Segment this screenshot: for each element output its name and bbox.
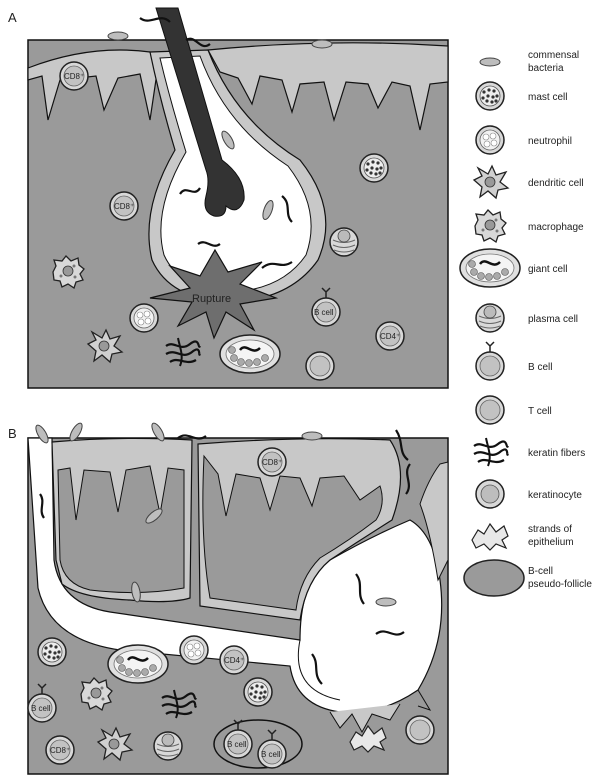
legend-neutrophil-icon bbox=[476, 126, 504, 154]
legend-t-cell-icon bbox=[476, 396, 504, 424]
bacterium bbox=[108, 32, 128, 40]
panel-b: CD8⁺ CD4⁺ B cell CD8⁺ B cell B cell bbox=[28, 421, 448, 774]
b-cell-label: B cell bbox=[31, 704, 51, 713]
legend-label: mast cell bbox=[528, 92, 567, 103]
b-cell-label: B cell bbox=[261, 750, 281, 759]
cd4-label: CD4⁺ bbox=[224, 656, 244, 665]
legend-label: B cell bbox=[528, 362, 552, 373]
legend-label-line1: B-cell bbox=[528, 566, 553, 577]
cd8-label: CD8⁺ bbox=[262, 458, 282, 467]
cd8-label: CD8⁺ bbox=[64, 72, 84, 81]
bacterium bbox=[376, 598, 396, 606]
legend-epithelium-strand-icon bbox=[472, 524, 508, 550]
cd8-label: CD8⁺ bbox=[114, 202, 134, 211]
rupture-label: Rupture bbox=[192, 293, 231, 305]
legend-label: dendritic cell bbox=[528, 178, 584, 189]
legend-bacteria-icon bbox=[480, 58, 500, 66]
plasma-cell bbox=[154, 732, 182, 760]
legend-keratinocyte-icon bbox=[476, 480, 504, 508]
panel-b-label: B bbox=[8, 426, 17, 441]
legend-label: keratin fibers bbox=[528, 448, 585, 459]
legend-macrophage-icon bbox=[475, 210, 506, 242]
legend-label: neutrophil bbox=[528, 136, 572, 147]
legend-label-line2: pseudo-follicle bbox=[528, 579, 592, 590]
mast-cell bbox=[38, 638, 66, 666]
giant-cell bbox=[108, 645, 168, 683]
cd8-label: CD8⁺ bbox=[50, 746, 70, 755]
legend-label-line1: commensal bbox=[528, 50, 579, 61]
legend-mast-cell-icon bbox=[476, 82, 504, 110]
panel-a: Rupture CD8⁺ CD8⁺ B cell CD4⁺ bbox=[28, 8, 448, 388]
legend-plasma-cell-icon bbox=[476, 304, 504, 332]
neutrophil bbox=[180, 636, 208, 664]
legend-label-line2: epithelium bbox=[528, 537, 574, 548]
mast-cell bbox=[244, 678, 272, 706]
neutrophil bbox=[130, 304, 158, 332]
t-cell bbox=[306, 352, 334, 380]
legend-keratin-fibers-icon bbox=[474, 438, 508, 466]
legend: commensal bacteria mast cell neutrophil … bbox=[460, 50, 592, 596]
legend-pseudo-follicle-icon bbox=[464, 560, 524, 596]
legend-giant-cell-icon bbox=[460, 249, 520, 287]
bacterium bbox=[312, 40, 332, 48]
legend-label: giant cell bbox=[528, 264, 567, 275]
legend-label-line2: bacteria bbox=[528, 63, 564, 74]
legend-label: keratinocyte bbox=[528, 490, 582, 501]
cd4-label: CD4⁺ bbox=[380, 332, 400, 341]
mast-cell bbox=[360, 154, 388, 182]
legend-b-cell-icon bbox=[476, 342, 504, 380]
panel-a-label: A bbox=[8, 10, 17, 25]
legend-label: macrophage bbox=[528, 222, 584, 233]
b-cell-label: B cell bbox=[227, 740, 247, 749]
b-cell-label: B cell bbox=[314, 308, 334, 317]
legend-label-line1: strands of bbox=[528, 524, 572, 535]
plasma-cell bbox=[330, 228, 358, 256]
legend-label: T cell bbox=[528, 406, 552, 417]
legend-dendritic-cell-icon bbox=[474, 166, 508, 198]
giant-cell bbox=[220, 335, 280, 373]
bacterium bbox=[302, 432, 322, 440]
legend-label: plasma cell bbox=[528, 314, 578, 325]
keratinocyte bbox=[406, 716, 434, 744]
